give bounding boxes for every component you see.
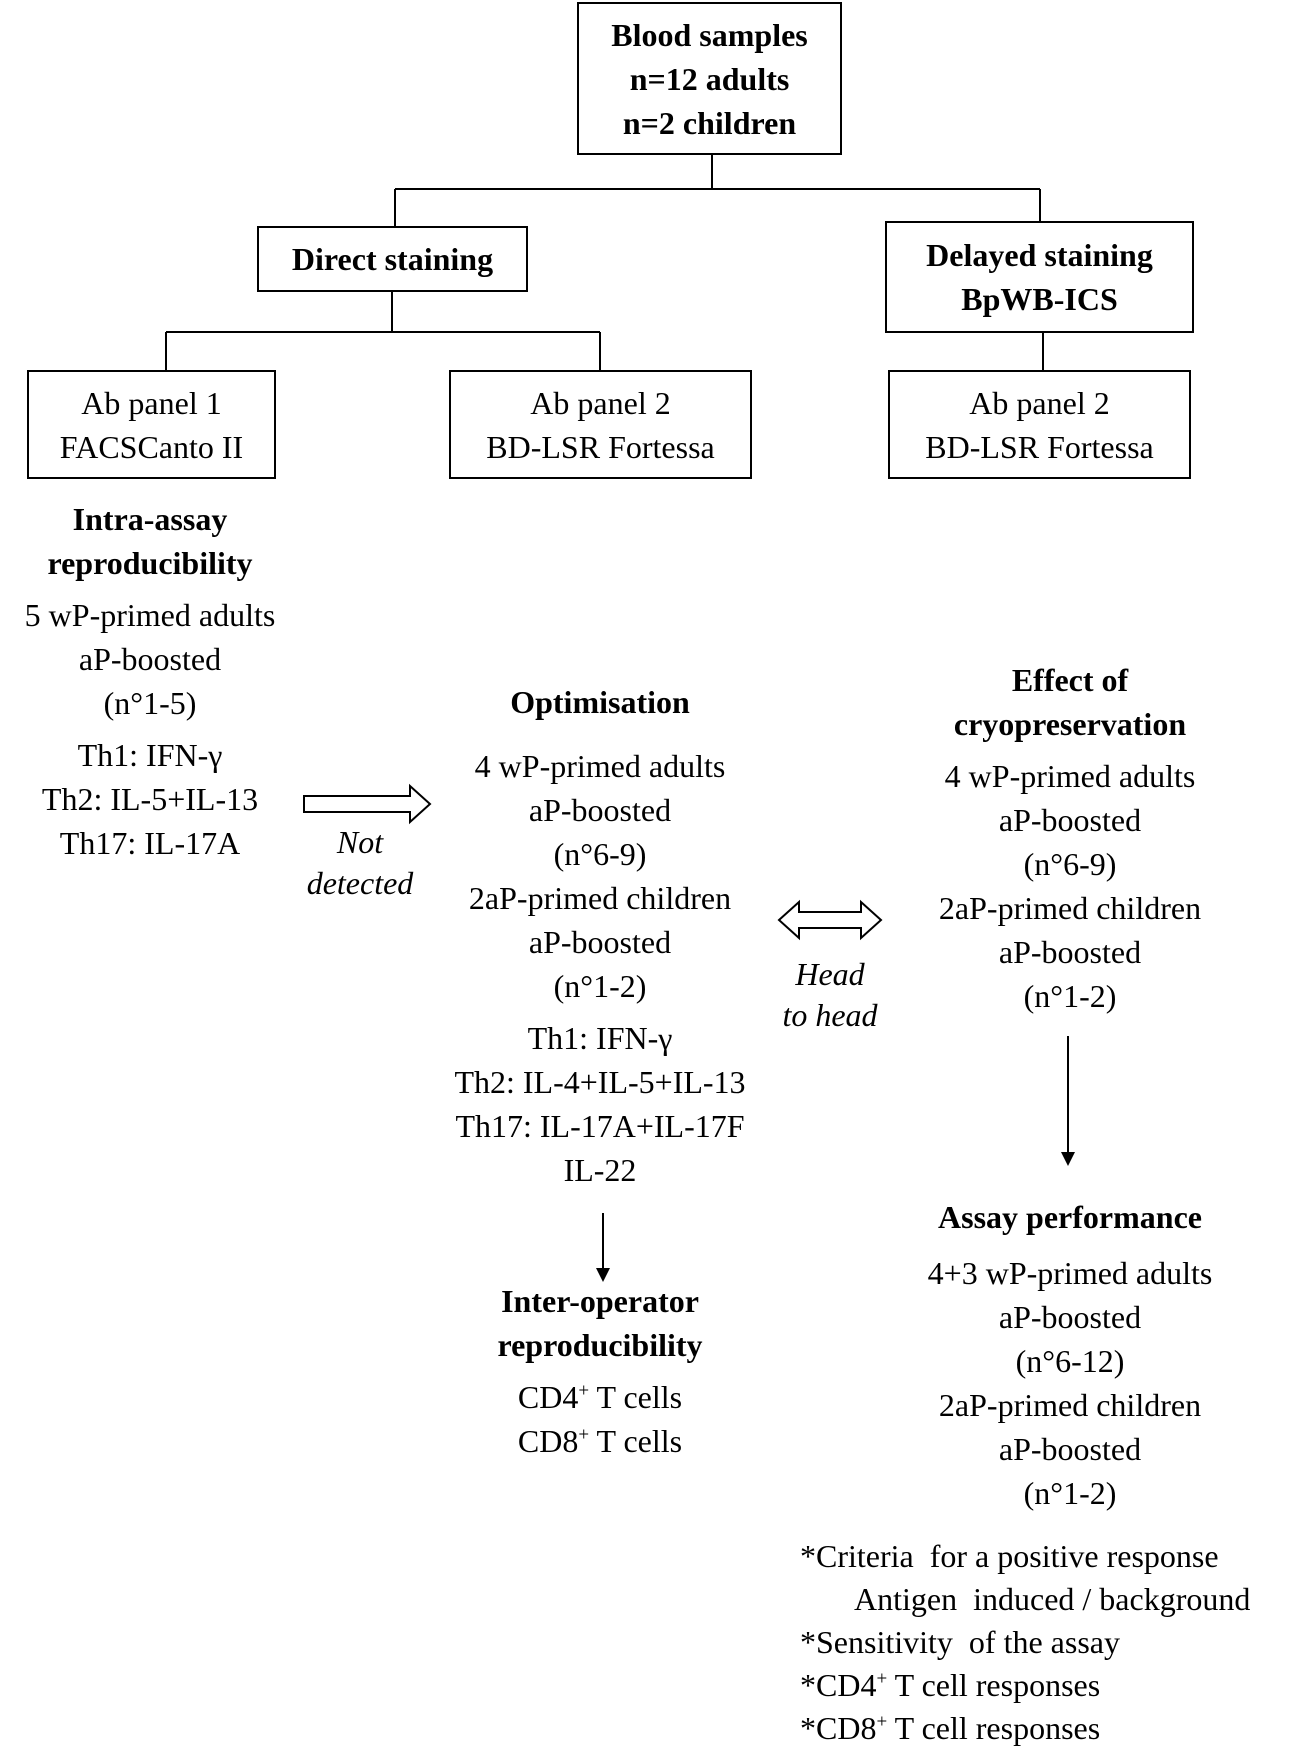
opt-children-2: aP-boosted <box>528 924 672 960</box>
inter-operator-heading-2: reproducibility <box>497 1327 703 1363</box>
assay-performance-block: Assay performance 4+3 wP-primed adults a… <box>880 1195 1260 1515</box>
intra-group-1: 5 wP-primed adults <box>24 597 276 633</box>
performance-criteria-list: *Criteria for a positive response Antige… <box>800 1535 1250 1750</box>
inter-operator-block: Inter-operator reproducibility CD4+ T ce… <box>420 1279 780 1463</box>
cryo-adults-2: aP-boosted <box>998 802 1142 838</box>
adults-count: n=12 adults <box>629 60 790 97</box>
cd8-responses-note: *CD8+ T cell responses <box>800 1710 1101 1746</box>
criteria-detail: Antigen induced / background <box>854 1581 1251 1617</box>
blood-samples-title: Blood samples <box>611 16 808 53</box>
cryo-children-2: aP-boosted <box>998 934 1142 970</box>
intra-group-2: aP-boosted <box>78 641 222 677</box>
head-to-head-label: Head to head <box>755 954 905 1036</box>
opt-adults-3: (n°6-9) <box>553 836 647 872</box>
blood-samples-box: Blood samples n=12 adults n=2 children <box>577 2 842 155</box>
opt-children-3: (n°1-2) <box>553 968 647 1004</box>
ab-panel-2-direct-box: Ab panel 2 BD-LSR Fortessa <box>449 370 752 479</box>
children-count: n=2 children <box>622 104 797 141</box>
ab-panel-2-delayed-label: Ab panel 2 <box>969 384 1110 421</box>
head-to-head-line-2: to head <box>782 997 878 1033</box>
not-detected-line-2: detected <box>306 865 414 901</box>
ab-panel-2-delayed-box: Ab panel 2 BD-LSR Fortessa <box>888 370 1191 479</box>
delayed-staining-box: Delayed staining BpWB-ICS <box>885 221 1194 333</box>
cryo-adults-3: (n°6-9) <box>1023 846 1117 882</box>
not-detected-arrow <box>303 783 432 825</box>
perf-adults-1: 4+3 wP-primed adults <box>927 1255 1213 1291</box>
optimisation-heading: Optimisation <box>510 684 690 720</box>
cryo-adults-1: 4 wP-primed adults <box>944 758 1196 794</box>
intra-th17: Th17: IL-17A <box>59 825 241 861</box>
delayed-staining-label: Delayed staining <box>926 237 1153 273</box>
head-to-head-line-1: Head <box>795 956 865 992</box>
inter-operator-heading-1: Inter-operator <box>501 1283 699 1319</box>
direct-staining-label: Direct staining <box>291 241 494 277</box>
opt-th1: Th1: IFN-γ <box>527 1020 673 1056</box>
cryo-children-3: (n°1-2) <box>1023 978 1117 1014</box>
not-detected-label: Not detected <box>290 822 430 904</box>
intra-assay-block: Intra-assay reproducibility 5 wP-primed … <box>0 497 300 865</box>
fortessa-direct-label: BD-LSR Fortessa <box>486 428 715 465</box>
not-detected-line-1: Not <box>336 824 384 860</box>
optimisation-to-interoperator-arrowhead <box>596 1268 610 1282</box>
opt-il22: IL-22 <box>563 1152 637 1188</box>
ab-panel-1-label: Ab panel 1 <box>81 384 222 421</box>
cd4-responses-note: *CD4+ T cell responses <box>800 1667 1101 1703</box>
sensitivity-note: *Sensitivity of the assay <box>800 1624 1120 1660</box>
perf-children-2: aP-boosted <box>998 1431 1142 1467</box>
ab-panel-2-direct-label: Ab panel 2 <box>530 384 671 421</box>
intra-th1: Th1: IFN-γ <box>77 737 223 773</box>
perf-children-1: 2aP-primed children <box>938 1387 1202 1423</box>
cryo-heading-2: cryopreservation <box>953 706 1187 742</box>
perf-children-3: (n°1-2) <box>1023 1475 1117 1511</box>
assay-performance-heading: Assay performance <box>938 1199 1202 1235</box>
intra-th2: Th2: IL-5+IL-13 <box>41 781 259 817</box>
head-to-head-arrow <box>777 899 883 941</box>
perf-adults-2: aP-boosted <box>998 1299 1142 1335</box>
cryo-heading-1: Effect of <box>1011 662 1129 698</box>
cd8-t-cells: CD8+ T cells <box>517 1423 683 1459</box>
ab-panel-1-box: Ab panel 1 FACSCanto II <box>27 370 276 479</box>
intra-group-3: (n°1-5) <box>103 685 197 721</box>
optimisation-block: Optimisation 4 wP-primed adults aP-boost… <box>420 680 780 1192</box>
intra-assay-heading-2: reproducibility <box>47 545 253 581</box>
fortessa-delayed-label: BD-LSR Fortessa <box>925 428 1154 465</box>
intra-assay-heading-1: Intra-assay <box>72 501 228 537</box>
criteria-note: *Criteria for a positive response <box>800 1538 1219 1574</box>
direct-staining-box: Direct staining <box>257 226 528 292</box>
opt-adults-1: 4 wP-primed adults <box>474 748 726 784</box>
opt-children-1: 2aP-primed children <box>468 880 732 916</box>
opt-th17: Th17: IL-17A+IL-17F <box>455 1108 745 1144</box>
bpwb-ics-label: BpWB-ICS <box>961 281 1118 317</box>
cryo-children-1: 2aP-primed children <box>938 890 1202 926</box>
facscanto-label: FACSCanto II <box>59 428 244 465</box>
perf-adults-3: (n°6-12) <box>1015 1343 1125 1379</box>
cd4-t-cells: CD4+ T cells <box>517 1379 683 1415</box>
cryopreservation-block: Effect of cryopreservation 4 wP-primed a… <box>880 658 1260 1018</box>
cryo-to-performance-arrowhead <box>1061 1152 1075 1166</box>
opt-th2: Th2: IL-4+IL-5+IL-13 <box>454 1064 746 1100</box>
opt-adults-2: aP-boosted <box>528 792 672 828</box>
